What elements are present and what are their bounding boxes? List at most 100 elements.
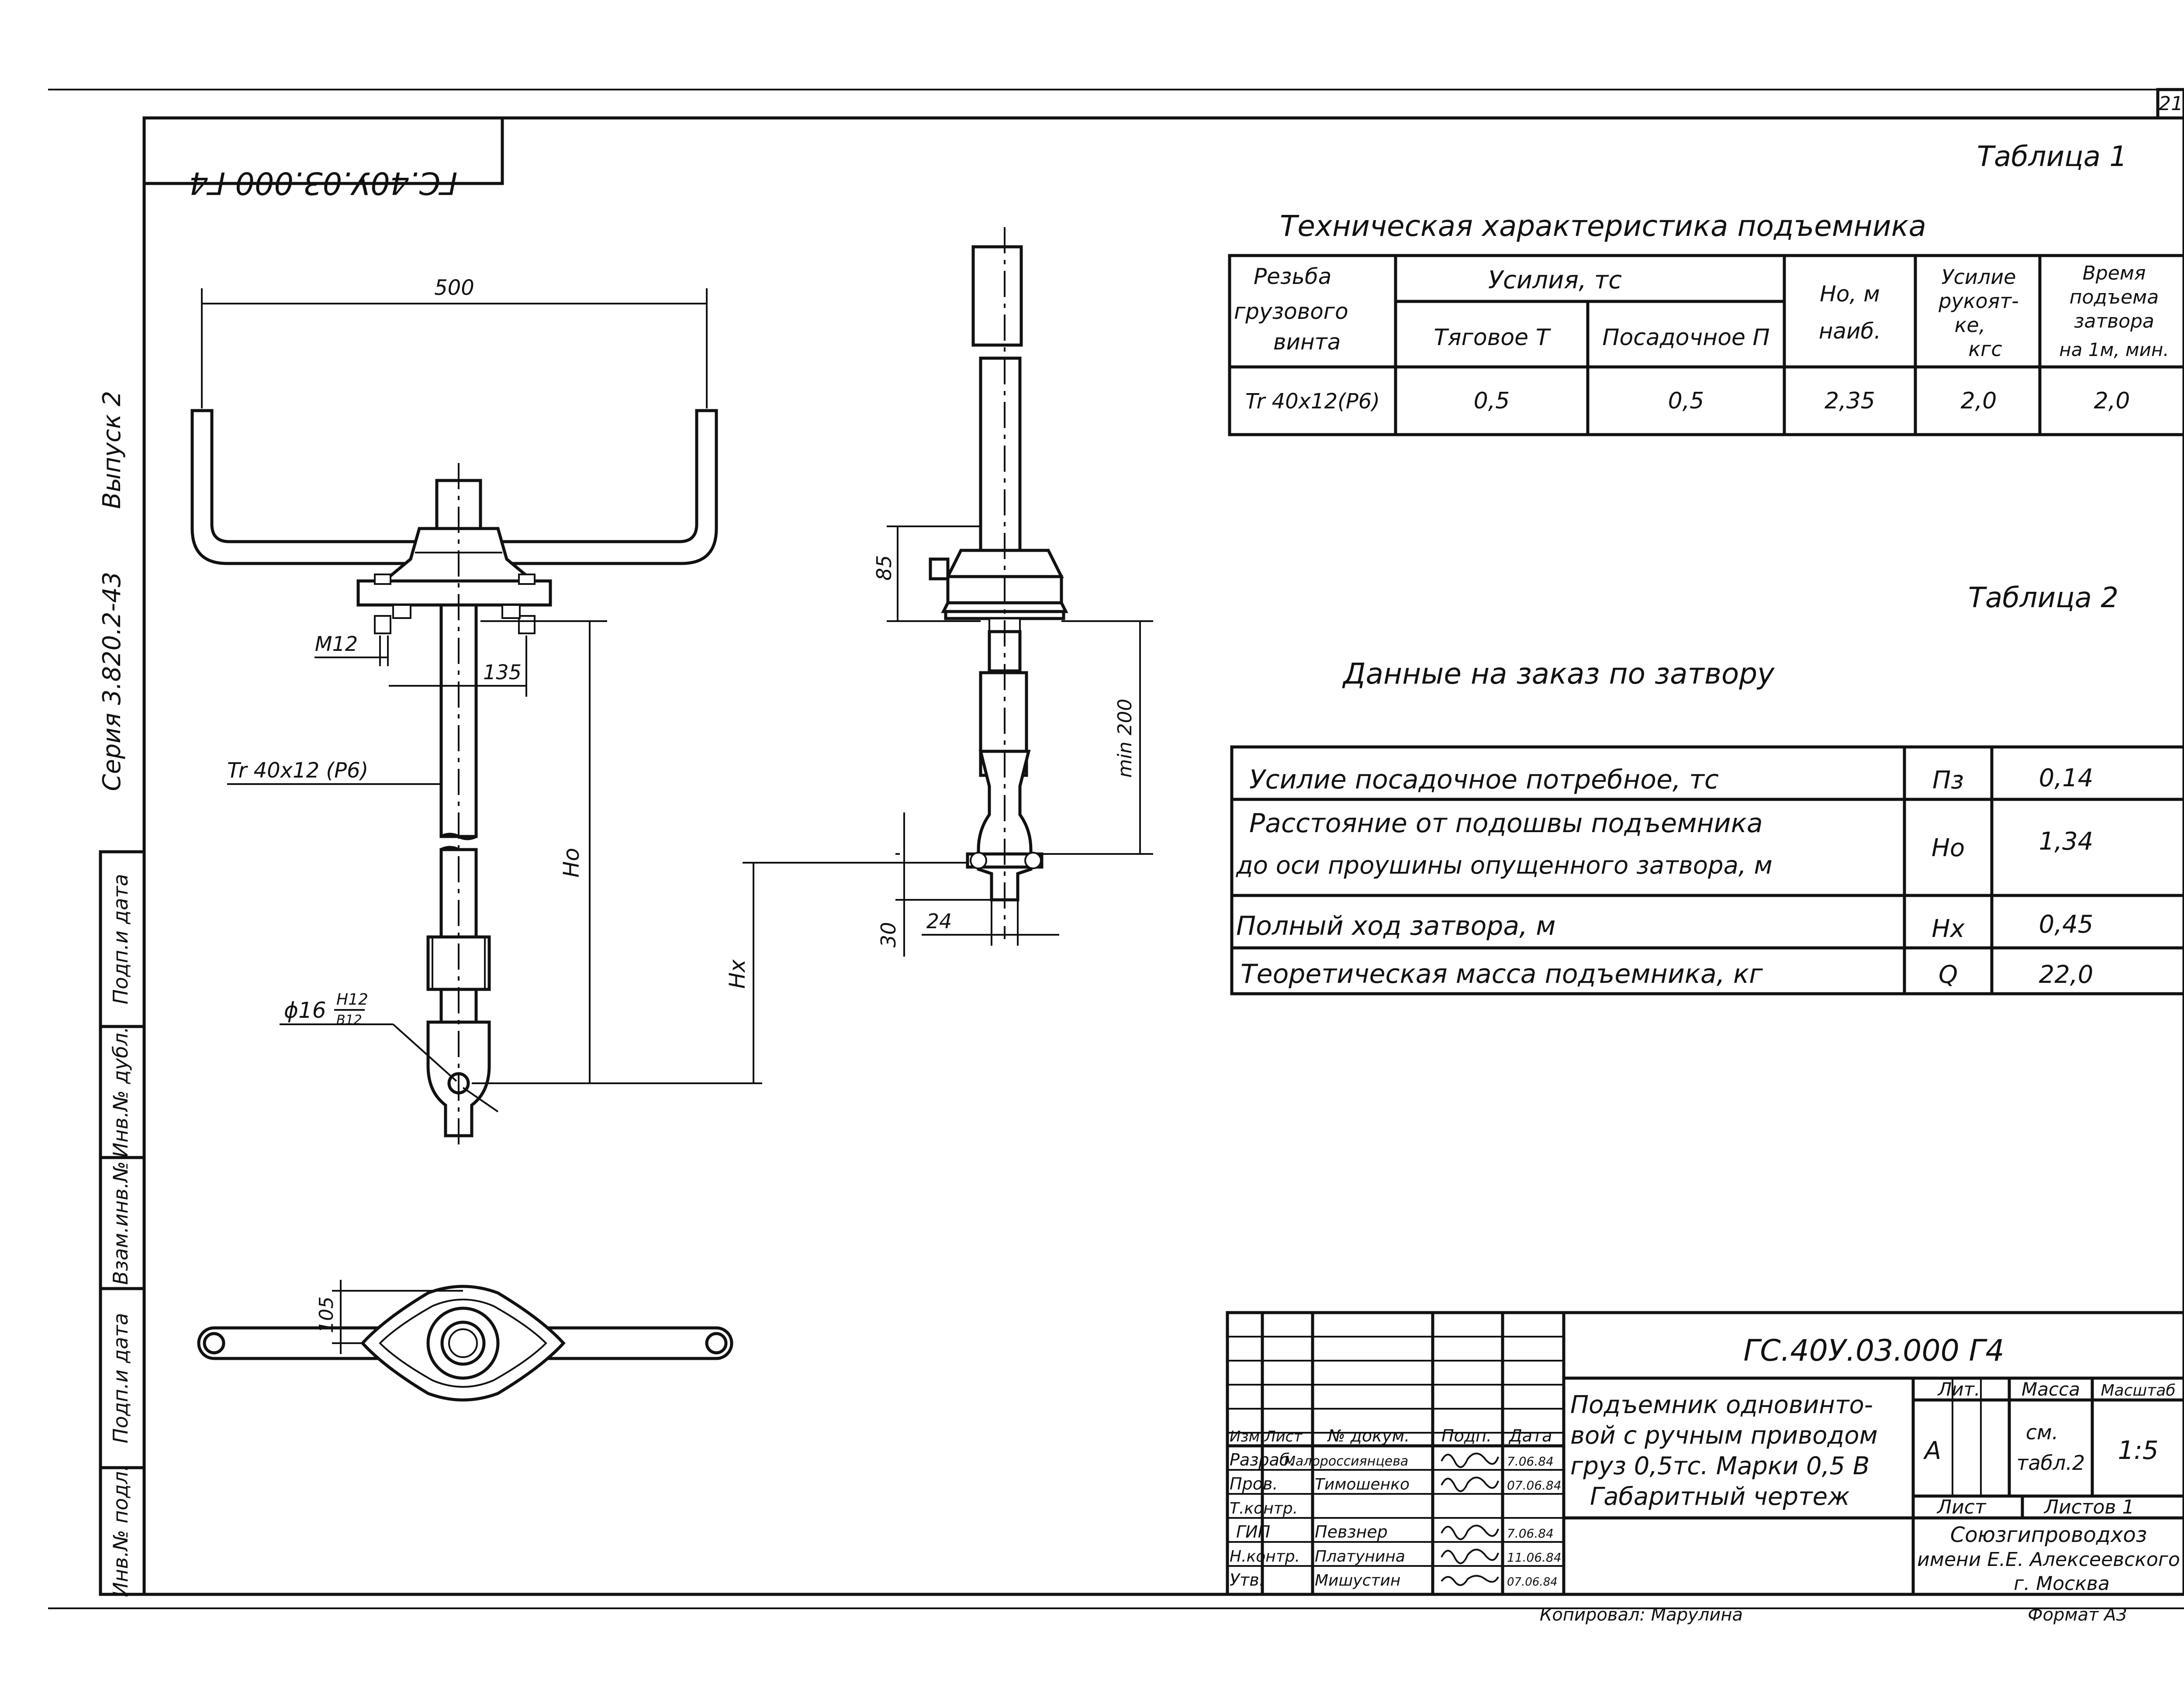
signature-4 — [1441, 1524, 1499, 1540]
t2-row4-symbol: Q — [1939, 961, 1958, 989]
t1-h-landing: Посадочное П — [1602, 325, 1769, 351]
side-stamp: Серия 3.820.2-43 Выпуск 2 Подп.и дата Ин… — [98, 391, 146, 1597]
tb-role-3: Т.контр. — [1230, 1500, 1298, 1517]
tb-org-3: г. Москва — [2014, 1573, 2110, 1595]
t2-row1-symbol: Пз — [1932, 766, 1964, 795]
sheet-frame: 21 — [48, 88, 2184, 1609]
t1-h-time-3: затвора — [2074, 310, 2154, 332]
tb-person-4: Певзнер — [1315, 1522, 1388, 1541]
dim-105: 105 — [315, 1296, 338, 1333]
tb-role-6: Утв. — [1230, 1570, 1265, 1590]
t1-h-traction: Тяговое Т — [1434, 325, 1552, 351]
tb-date-1: 7.06.84 — [1507, 1454, 1554, 1469]
copied-by: Копировал: Марулина — [1540, 1605, 1743, 1625]
fit-upper: H12 — [336, 991, 368, 1009]
t1-cell-traction: 0,5 — [1474, 388, 1510, 414]
side-cell-1: Подп.и дата — [109, 874, 132, 1005]
dim-85: 85 — [872, 555, 896, 581]
tb-person-5: Платунина — [1315, 1548, 1405, 1566]
t2-row3-label: Полный ход затвора, м — [1236, 911, 1556, 941]
table2-caption: Таблица 2 — [1968, 582, 2118, 614]
tb-col-doc: № докум. — [1327, 1426, 1410, 1445]
dim-ho: Ho — [559, 848, 584, 878]
table-1: Таблица 1 Техническая характеристика под… — [1228, 141, 2184, 436]
t1-h-height-2: наиб. — [1819, 318, 1881, 344]
t2-row4-value: 22,0 — [2039, 961, 2094, 989]
dim-500: 500 — [434, 276, 474, 300]
tb-role-1: Разраб. — [1230, 1450, 1295, 1469]
tb-sheet-label: Лист — [1936, 1496, 1987, 1518]
tb-role-4: ГИП — [1236, 1522, 1270, 1541]
side-cell-4: Подп.и дата — [109, 1313, 132, 1444]
t2-row2-label-2: до оси проушины опущенного затвора, м — [1236, 851, 1773, 880]
side-cell-2: Инв.№ дубл. — [109, 1026, 132, 1158]
t1-h-handle-1: Усилие — [1942, 265, 2016, 289]
tb-org-1: Союзгипроводхоз — [1950, 1523, 2147, 1547]
signature-2 — [1441, 1476, 1499, 1492]
tb-scale-value: 1:5 — [2118, 1435, 2158, 1465]
tb-doc-code: ГС.40У.03.000 Г4 — [1743, 1334, 2004, 1368]
signature-6 — [1441, 1575, 1499, 1586]
table-2: Таблица 2 Данные на заказ по затвору Уси… — [1230, 582, 2184, 995]
tb-date-4: 7.06.84 — [1507, 1526, 1554, 1541]
tb-col-list: Лист — [1264, 1428, 1303, 1445]
tb-mass-value-2: табл.2 — [2017, 1451, 2085, 1475]
t1-h-force: Усилия, тс — [1488, 266, 1622, 294]
tb-mass-value-1: см. — [2026, 1421, 2059, 1444]
tb-name-4: Габаритный чертеж — [1590, 1483, 1850, 1511]
tb-lit-value: А — [1923, 1437, 1941, 1465]
t1-h-thread-2: грузового — [1234, 299, 1348, 324]
tb-mass-label: Масса — [2022, 1379, 2080, 1400]
tb-name-2: вой с ручным приводом — [1570, 1421, 1878, 1450]
tb-date-6: 07.06.84 — [1507, 1576, 1558, 1589]
tb-sheets-label: Листов 1 — [2043, 1496, 2134, 1518]
t1-h-time-1: Время — [2083, 262, 2146, 284]
t2-row2-symbol: Ho — [1932, 834, 1965, 862]
t2-row2-value: 1,34 — [2039, 827, 2094, 856]
tb-lit-label: Лит. — [1937, 1379, 1980, 1400]
tb-org-2: имени Е.Е. Алексеевского — [1917, 1548, 2180, 1571]
signature-1 — [1441, 1452, 1499, 1468]
sheet-number: 21 — [2159, 93, 2183, 115]
dim-24: 24 — [926, 909, 952, 933]
t1-h-thread-3: винта — [1273, 329, 1341, 355]
t2-row2-label-1: Расстояние от подошвы подъемника — [1249, 808, 1763, 839]
t2-row1-label: Усилие посадочное потребное, тс — [1249, 764, 1719, 795]
t1-h-time-4: на 1м, мин. — [2059, 339, 2169, 360]
tb-person-6: Мишустин — [1315, 1572, 1400, 1590]
t2-row3-value: 0,45 — [2039, 910, 2094, 939]
t1-cell-landing: 0,5 — [1668, 388, 1704, 414]
t1-cell-time: 2,0 — [2094, 388, 2130, 414]
fit-lower: B12 — [336, 1013, 362, 1028]
tb-col-date: Дата — [1508, 1426, 1552, 1445]
t1-h-handle-2: рукоят- — [1938, 289, 2018, 313]
tb-name-3: груз 0,5тс. Марки 0,5 В — [1570, 1452, 1870, 1480]
table1-caption: Таблица 1 — [1977, 141, 2127, 173]
tb-col-sign: Подп. — [1441, 1426, 1492, 1445]
pin-diameter: ϕ16 — [284, 998, 326, 1023]
series-label: Серия 3.820.2-43 — [98, 572, 126, 791]
side-cell-3: Взам.инв.№ — [109, 1161, 132, 1285]
side-view: 85 min 200 30 24 — [872, 227, 1153, 957]
tb-person-1: Малороссиянцева — [1284, 1454, 1408, 1469]
mirrored-doc-code: ГС.40У.03.000 Г4 — [189, 165, 458, 201]
tb-col-izm: Изм. — [1230, 1428, 1265, 1445]
sheet-format: Формат А3 — [2028, 1605, 2127, 1625]
mirrored-code-box: ГС.40У.03.000 Г4 — [142, 116, 504, 201]
t1-cell-height: 2,35 — [1825, 388, 1875, 414]
tb-role-5: Н.контр. — [1230, 1548, 1300, 1566]
t2-row4-label: Теоретическая масса подъемника, кг — [1241, 959, 1763, 989]
dim-30: 30 — [877, 922, 900, 948]
table1-title: Техническая характеристика подъемника — [1280, 209, 1926, 243]
t1-h-handle-3: ке, — [1955, 313, 1986, 337]
tb-person-2: Тимошенко — [1315, 1476, 1410, 1493]
dim-hx: Hx — [725, 959, 750, 989]
t2-row3-symbol: Hx — [1932, 915, 1965, 943]
t1-h-time-2: подъема — [2070, 286, 2159, 308]
issue-label: Выпуск 2 — [98, 391, 126, 509]
title-block: ГС.40У.03.000 Г4 Подъемник одновинто- во… — [1226, 1311, 2184, 1596]
signature-5 — [1441, 1548, 1499, 1564]
t1-cell-handle: 2,0 — [1961, 388, 1997, 414]
dim-135: 135 — [483, 660, 522, 684]
